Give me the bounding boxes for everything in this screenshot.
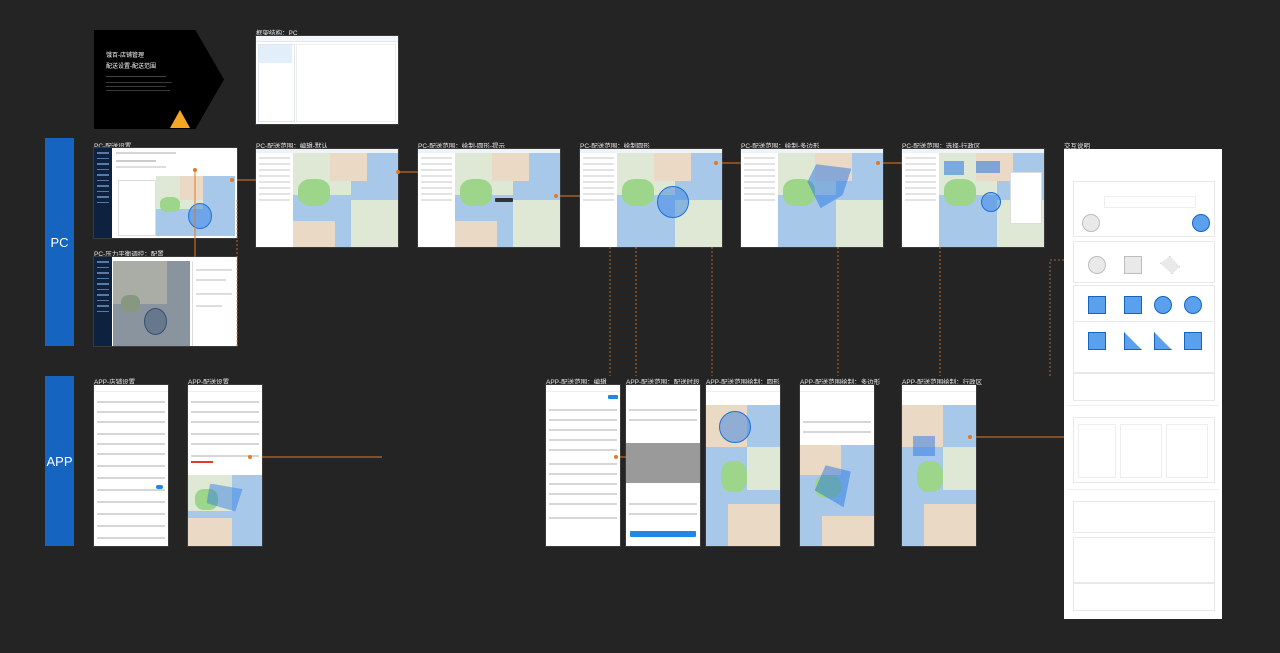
app-delivery-label: APP-配送设置	[188, 379, 230, 386]
cover-card: 饿百-店铺管理 配送设置-配送范围	[94, 30, 224, 129]
app-store-label: APP-店铺设置	[94, 379, 136, 386]
connector-dashed-6	[1049, 259, 1064, 376]
notes-panel	[1064, 149, 1222, 619]
pc-pressure-frame	[94, 257, 237, 346]
cover-title-2: 配送设置-配送范围	[106, 64, 156, 70]
app-circle-label: APP-配送范围绘制：圆形	[706, 379, 780, 386]
pc-polygon-label: PC-配送范围：绘制-多边形	[741, 143, 820, 150]
pc-pressure-label: PC-压力平衡调控：配置	[94, 251, 164, 258]
app-time-label: APP-配送范围：配送时段	[626, 379, 700, 386]
app-edit-frame	[546, 385, 620, 546]
pc-district-label: PC-配送范围：选择-行政区	[902, 143, 981, 150]
app-polygon-frame	[800, 385, 874, 546]
pc-edit-label: PC-配送范围：编辑-默认	[256, 143, 328, 150]
pc-circle-tip-label: PC-配送范围：绘制-圆形-提示	[418, 143, 506, 150]
app-district-frame	[902, 385, 976, 546]
notes-label: 交互说明	[1064, 143, 1090, 150]
app-edit-label: APP-配送范围：编辑	[546, 379, 607, 386]
pc-edit-frame	[256, 149, 398, 247]
app-circle-frame	[706, 385, 780, 546]
pc-district-frame	[902, 149, 1044, 247]
pc-circle-frame	[580, 149, 722, 247]
pc-delivery-label: PC-配送设置	[94, 143, 132, 150]
app-polygon-label: APP-配送范围绘制：多边形	[800, 379, 881, 386]
app-district-label: APP-配送范围绘制：行政区	[902, 379, 983, 386]
pc-circle-label: PC-配送范围：绘制圆形	[580, 143, 650, 150]
app-delivery-frame	[188, 385, 262, 546]
pc-polygon-frame	[741, 149, 883, 247]
pc-circle-tip-frame	[418, 149, 560, 247]
app-band: APP	[45, 376, 74, 546]
app-time-frame	[626, 385, 700, 546]
framework-label: 框架结构：PC	[256, 30, 298, 37]
pc-band: PC	[45, 138, 74, 346]
cover-title-1: 饿百-店铺管理	[106, 53, 144, 59]
app-store-frame	[94, 385, 168, 546]
framework-frame	[256, 36, 398, 124]
